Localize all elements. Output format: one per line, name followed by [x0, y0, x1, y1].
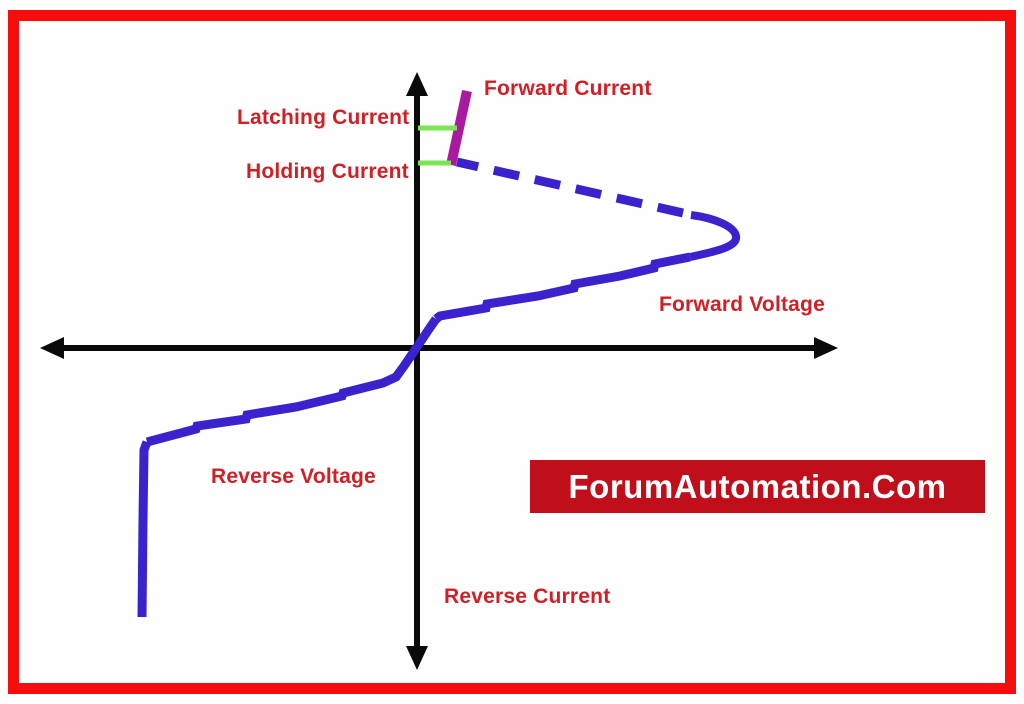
- breakover-turn: [689, 211, 740, 261]
- down-arrowhead-icon: [406, 646, 428, 670]
- forward-current-label: Forward Current: [484, 77, 652, 100]
- reverse-breakdown-segment: [137, 440, 152, 618]
- reverse-voltage-label: Reverse Voltage: [211, 465, 376, 488]
- holding-current-label: Holding Current: [246, 160, 409, 183]
- forward-blocking-segment: [433, 252, 691, 323]
- characteristic-curve: [137, 89, 740, 618]
- right-arrowhead-icon: [814, 337, 838, 359]
- watermark-text: ForumAutomation.Com: [568, 467, 947, 505]
- negative-resistance-dashed: [456, 157, 684, 218]
- current-axis: [406, 72, 428, 670]
- latching-current-label: Latching Current: [237, 106, 410, 129]
- conduction-segment: [446, 89, 472, 167]
- forward-voltage-label: Forward Voltage: [659, 293, 825, 316]
- left-arrowhead-icon: [40, 337, 64, 359]
- reverse-current-label: Reverse Current: [444, 585, 611, 608]
- reverse-blocking-segment: [145, 316, 440, 447]
- up-arrowhead-icon: [406, 72, 428, 96]
- voltage-axis: [40, 337, 838, 359]
- watermark-banner: ForumAutomation.Com: [530, 460, 985, 513]
